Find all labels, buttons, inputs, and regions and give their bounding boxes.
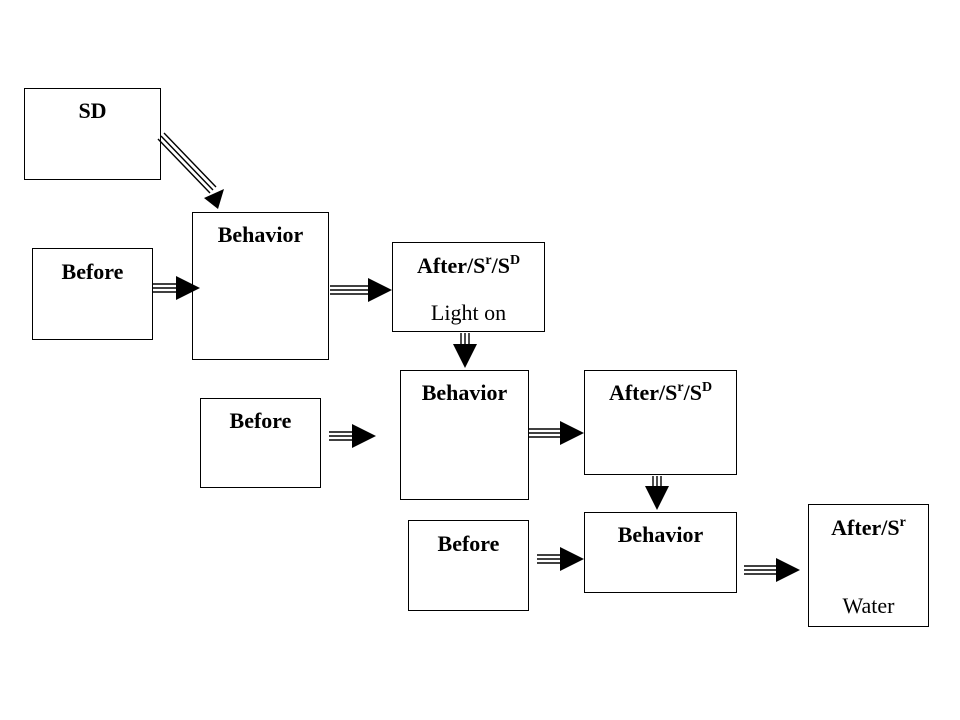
sd-label: SD — [78, 98, 107, 123]
before-label-2: Before — [229, 408, 292, 433]
before-box-1: Before — [32, 248, 153, 340]
after-label-2-mid: /S — [683, 380, 702, 405]
before-box-3: Before — [408, 520, 529, 611]
behavior-label-1: Behavior — [217, 222, 304, 247]
behavior-box-1: Behavior — [192, 212, 329, 360]
after-label-1-base: After/S — [416, 253, 486, 278]
arrow-before1-to-behavior1 — [153, 276, 200, 300]
after-label-1-sup-r: r — [485, 253, 492, 268]
after-label-3-sup-r: r — [899, 515, 906, 530]
after-label-2-base: After/S — [608, 380, 678, 405]
after-label-1: After/Sr/SD — [393, 253, 544, 279]
after-subtitle-1: Light on — [430, 300, 507, 325]
behavior-label-2: Behavior — [421, 380, 508, 405]
before-label-1: Before — [61, 259, 124, 284]
after-label-2-sup-d: D — [701, 380, 713, 395]
after-box-2: After/Sr/SD — [584, 370, 737, 475]
after-box-3: After/Sr Water — [808, 504, 929, 627]
sd-box: SD — [24, 88, 161, 180]
arrow-behavior2-to-after2 — [529, 421, 584, 445]
after-subtitle-3: Water — [842, 593, 895, 618]
arrow-before3-to-behavior3 — [537, 547, 584, 571]
after-label-3: After/Sr — [809, 515, 928, 541]
after-label-1-sup-d: D — [509, 253, 521, 268]
arrow-sd-to-behavior — [157, 132, 224, 209]
arrow-behavior3-to-after3 — [744, 558, 800, 582]
behavior-label-3: Behavior — [617, 522, 704, 547]
arrow-before2-to-behavior2 — [329, 424, 376, 448]
after-label-1-mid: /S — [491, 253, 510, 278]
before-label-3: Before — [437, 531, 500, 556]
after-label-2: After/Sr/SD — [585, 380, 736, 406]
arrow-behavior1-to-after1 — [330, 278, 392, 302]
after-label-3-base: After/S — [831, 515, 900, 540]
behavior-box-3: Behavior — [584, 512, 737, 593]
after-label-2-sup-r: r — [677, 380, 684, 395]
after-box-1: After/Sr/SD Light on — [392, 242, 545, 332]
arrow-after2-to-behavior3 — [645, 476, 669, 510]
before-box-2: Before — [200, 398, 321, 488]
behavior-box-2: Behavior — [400, 370, 529, 500]
arrow-after1-to-behavior2 — [453, 333, 477, 368]
